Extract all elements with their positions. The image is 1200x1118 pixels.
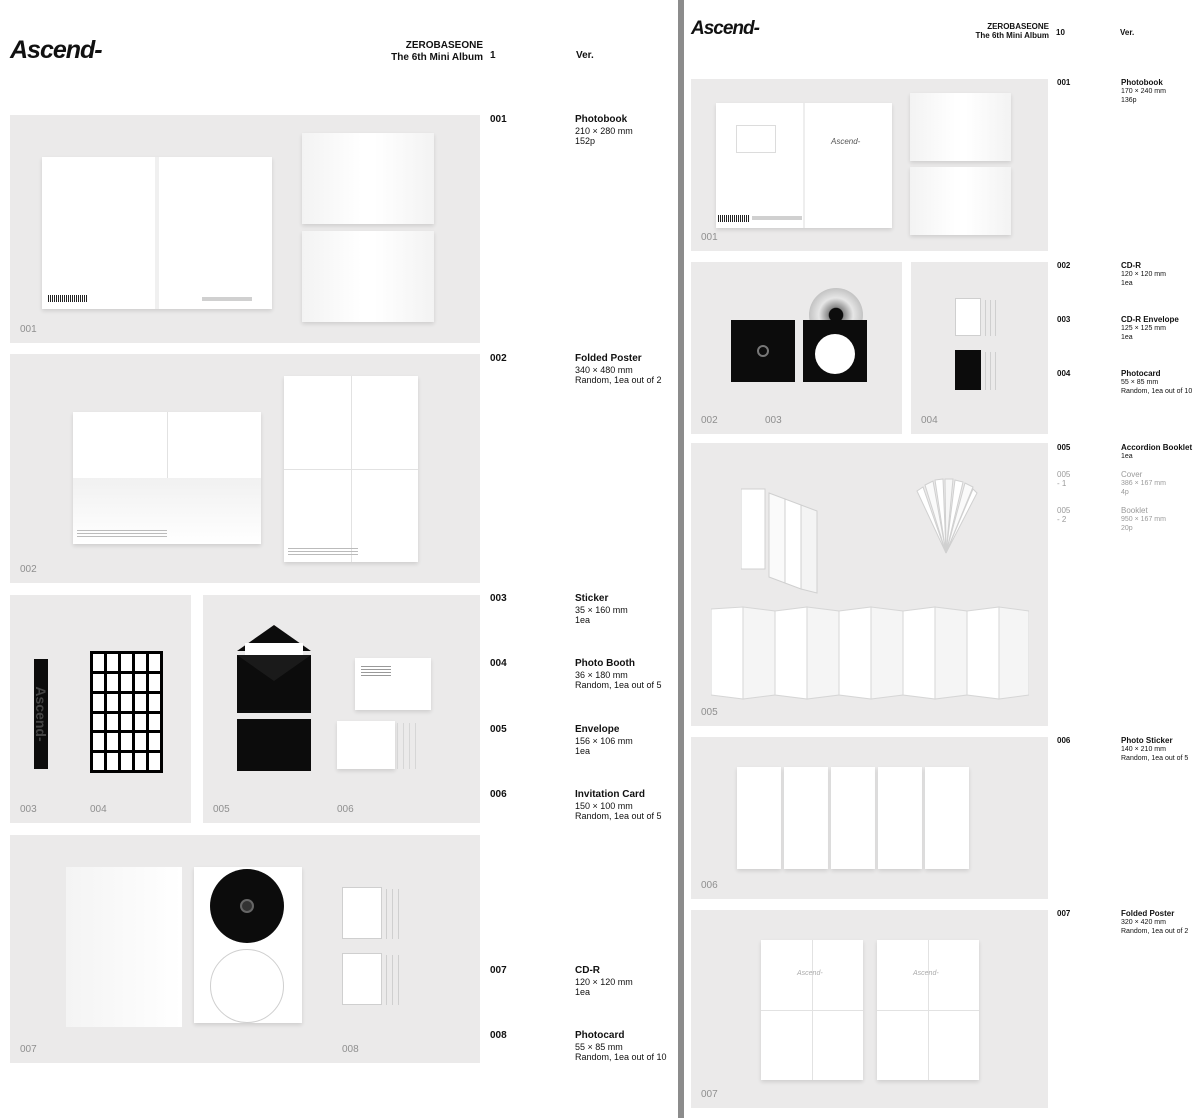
poster-mockup: Ascend- [761, 940, 863, 1080]
cover-logo: Ascend- [831, 137, 861, 146]
panel-accordion-booklet: 005 [691, 443, 1048, 726]
panel-label: 007 [701, 1089, 718, 1100]
photocard-stack [342, 887, 382, 939]
booth-strip-text: Ascend- [33, 686, 49, 742]
panel-envelope-invitation: 005 006 [203, 595, 480, 823]
poster-logo: Ascend- [913, 970, 939, 977]
panel-photo-sticker: 006 [691, 737, 1048, 899]
invitation-card-stack [337, 721, 395, 769]
photo-sticker-sheet [737, 767, 781, 869]
artist-album-title: ZEROBASEONE The 6th Mini Album [928, 22, 1049, 40]
invitation-card-front [355, 658, 431, 710]
cd-envelope-mockup [731, 320, 795, 382]
album-logo: Ascend- [691, 18, 760, 39]
panel-label: 001 [20, 324, 37, 335]
poster-folded-mockup [73, 412, 261, 544]
artist-name: ZEROBASEONE [987, 22, 1049, 31]
album-name: The 6th Mini Album [391, 51, 483, 63]
version-label: Ver. [576, 50, 594, 61]
accordion-cover-mockup [741, 488, 818, 594]
cd-case-mockup [194, 867, 302, 1023]
panel-label: 002 [701, 415, 718, 426]
panel-label: 002 [20, 564, 37, 575]
photo-sticker-sheet [878, 767, 922, 869]
photobook-inner-spread [910, 93, 1011, 161]
panel-photobook: Ascend- 001 [691, 79, 1048, 251]
photocard-stack-white [955, 298, 981, 336]
panel-label: 004 [90, 804, 107, 815]
photo-sticker-sheet [784, 767, 828, 869]
panel-label: 001 [701, 232, 718, 243]
panel-folded-poster: 002 [10, 354, 480, 583]
accordion-fan-mockup [916, 478, 978, 554]
panel-cd-envelope: 002 003 [691, 262, 902, 434]
cd-disc-white [210, 949, 284, 1023]
album-name: The 6th Mini Album [975, 31, 1049, 41]
artist-name: ZEROBASEONE [405, 40, 483, 51]
poster-mockup: Ascend- [877, 940, 979, 1080]
version-label: Ver. [1120, 28, 1135, 37]
version-number: 1 [490, 50, 496, 61]
panel-sticker-photobooth: Ascend- 003 004 [10, 595, 191, 823]
accordion-unfolded-mockup [711, 606, 1029, 700]
photocard-stack-black [955, 350, 981, 390]
photo-sticker-sheet [831, 767, 875, 869]
photobook-inner-spread [302, 133, 434, 224]
photobook-open-mockup: Ascend- [716, 103, 892, 228]
photocard-stack [342, 953, 382, 1005]
version-divider [678, 0, 684, 1118]
panel-label: 005 [701, 707, 718, 718]
photobook-inner-spread [910, 167, 1011, 235]
photo-sticker-sheet [925, 767, 969, 869]
panel-label: 007 [20, 1044, 37, 1055]
album-logo: Ascend- [10, 36, 103, 64]
cd-sleeve-black [803, 320, 867, 382]
photobook-inner-spread [302, 231, 434, 322]
artist-album-title: ZEROBASEONE The 6th Mini Album [330, 40, 483, 63]
panel-folded-poster: Ascend- Ascend- 007 [691, 910, 1048, 1108]
poster-unfolded-mockup [284, 376, 418, 562]
panel-label: 005 [213, 804, 230, 815]
photobook-open-mockup [42, 157, 272, 309]
poster-logo: Ascend- [797, 970, 823, 977]
panel-label: 006 [701, 880, 718, 891]
cd-disc-black [210, 869, 284, 943]
panel-photobook: 001 [10, 115, 480, 343]
sticker-sheet-grid [90, 651, 163, 773]
panel-label: 006 [337, 804, 354, 815]
panel-label: 004 [921, 415, 938, 426]
version-number: 10 [1056, 28, 1065, 37]
left-version-sheet: Ascend- ZEROBASEONE The 6th Mini Album 1… [10, 36, 667, 1063]
right-version-sheet: Ascend- ZEROBASEONE The 6th Mini Album 1… [684, 0, 1200, 1118]
panel-photocard: 004 [911, 262, 1048, 434]
envelope-open-mockup [237, 625, 311, 713]
cd-sleeve-mockup [66, 867, 182, 1027]
envelope-closed-mockup [237, 719, 311, 771]
panel-cd-photocard: 007 008 [10, 835, 480, 1063]
panel-label: 008 [342, 1044, 359, 1055]
photo-booth-strip: Ascend- [33, 659, 49, 769]
panel-label: 003 [765, 415, 782, 426]
panel-label: 003 [20, 804, 37, 815]
